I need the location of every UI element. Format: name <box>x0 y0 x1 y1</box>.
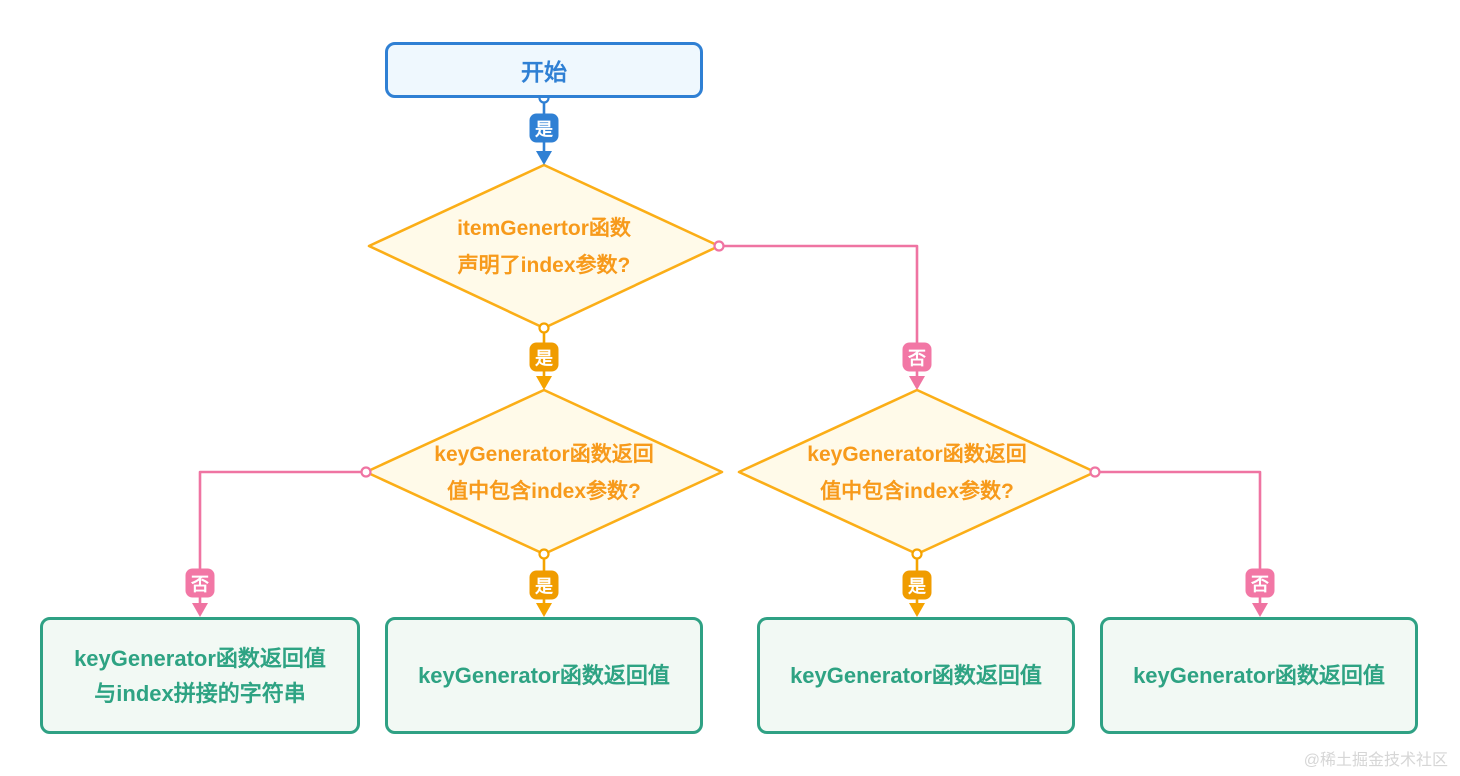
node-decision-3-label: keyGenerator函数返回 值中包含index参数? <box>807 443 1027 503</box>
port-dot-d1-bottom <box>538 322 550 334</box>
edge-label-d2-yes: 是 <box>529 570 559 600</box>
node-decision-1-label: itemGenertor函数 声明了index参数? <box>457 217 631 277</box>
node-result-3: keyGenerator函数返回值 <box>757 617 1075 734</box>
edge-label-d1-no: 否 <box>902 342 932 372</box>
edge-d2-r1 <box>192 470 366 617</box>
node-result-4: keyGenerator函数返回值 <box>1100 617 1418 734</box>
node-decision-2-label: keyGenerator函数返回 值中包含index参数? <box>434 443 654 503</box>
node-start: 开始 <box>385 42 703 98</box>
edge-label-d3-no: 否 <box>1245 568 1275 598</box>
port-dot-d2-left <box>360 466 372 478</box>
watermark: @稀土掘金技术社区 <box>1303 752 1448 769</box>
node-start-label: 开始 <box>521 59 567 85</box>
port-dot-d1-right <box>713 240 725 252</box>
port-dot-d2-bottom <box>538 548 550 560</box>
edge-d3-r4 <box>1095 470 1268 617</box>
port-dot-d3-bottom <box>911 548 923 560</box>
edge-label-start-yes: 是 <box>529 113 559 143</box>
node-result-1: keyGenerator函数返回值 与index拼接的字符串 <box>40 617 360 734</box>
edge-label-d3-yes: 是 <box>902 570 932 600</box>
edge-label-d2-no: 否 <box>185 568 215 598</box>
node-result-2: keyGenerator函数返回值 <box>385 617 703 734</box>
edge-d1-d3 <box>719 244 925 390</box>
port-dot-d3-right <box>1089 466 1101 478</box>
edge-label-d1-yes: 是 <box>529 342 559 372</box>
